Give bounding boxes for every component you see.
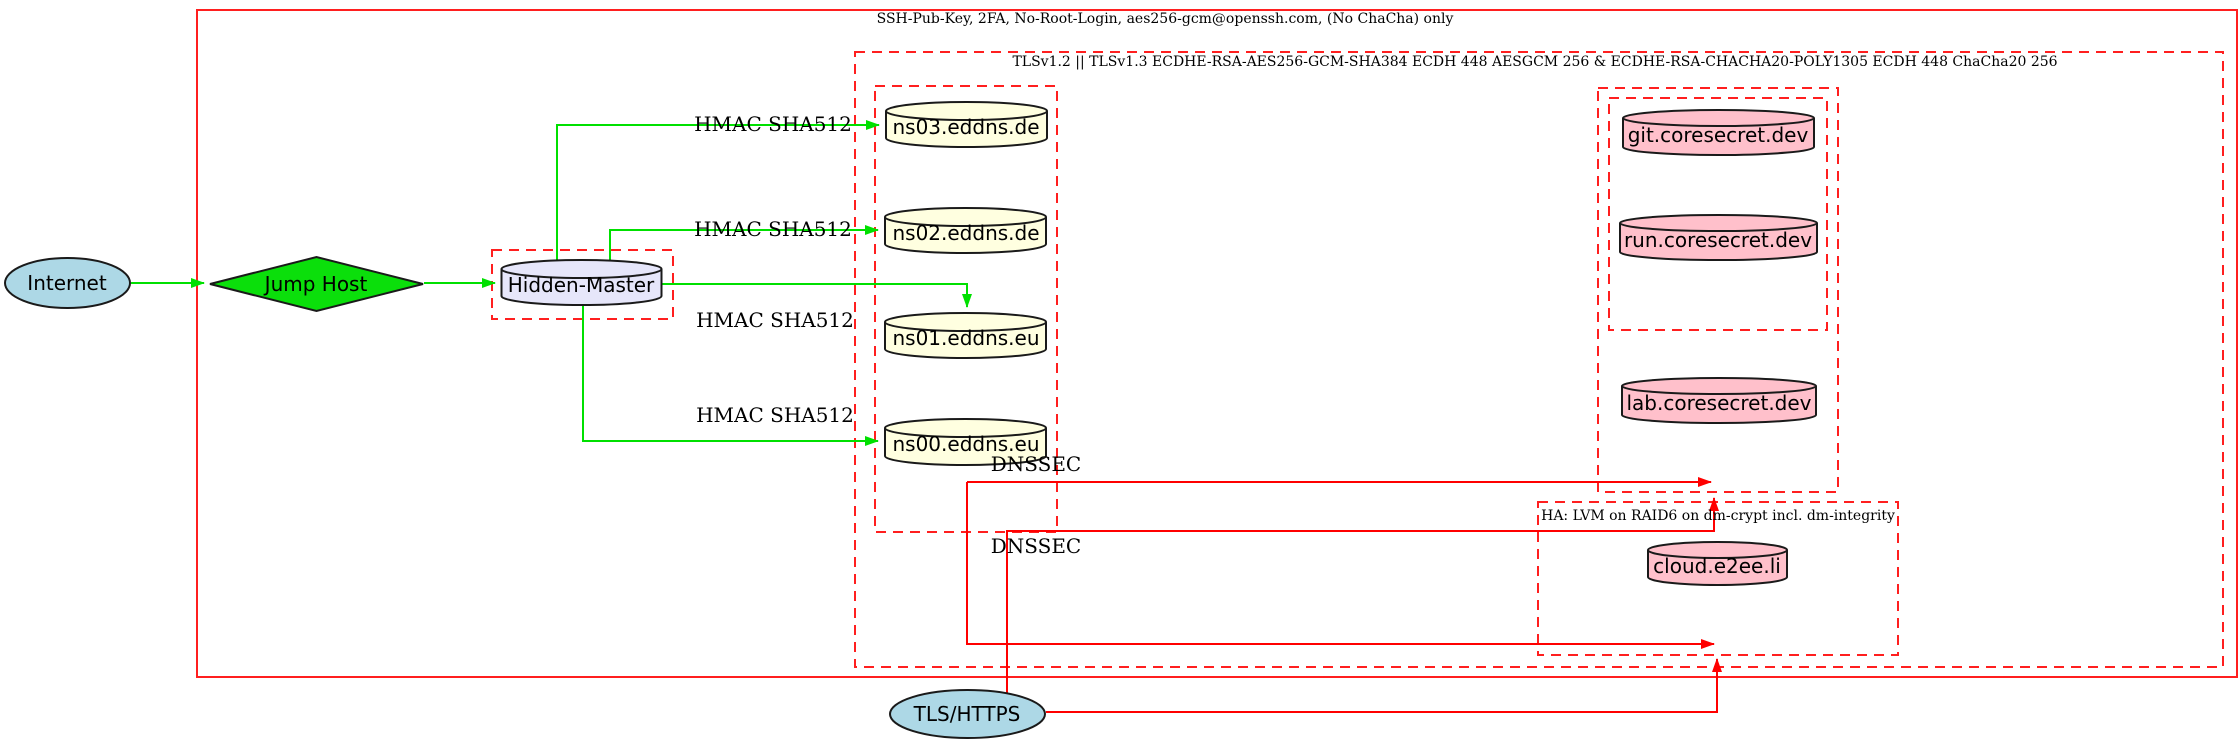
- ns03-node-label: ns03.eddns.de: [892, 115, 1040, 139]
- hidden-master-node-shape: [500, 259, 663, 306]
- ns00-node-shape: [884, 418, 1047, 466]
- edge-hiddenmaster-ns01: [662, 283, 972, 308]
- ns03-node-shape: [885, 101, 1048, 148]
- edge-dnssec-lower: [966, 482, 1715, 649]
- edge-label-hmac-ns02: HMAC SHA512: [694, 217, 852, 241]
- ns02-node-label: ns02.eddns.de: [892, 221, 1040, 245]
- edge-label-dnssec-lower: DNSSEC: [990, 534, 1082, 558]
- cluster-ssh-label: SSH-Pub-Key, 2FA, No-Root-Login, aes256-…: [876, 11, 1454, 27]
- ns01-node-shape: [884, 312, 1047, 359]
- cluster-coresecret-outer-border: [1597, 87, 1839, 493]
- git-node-label: git.coresecret.dev: [1627, 123, 1809, 147]
- ns02-node-shape: [884, 207, 1047, 254]
- internet-node-shape: [4, 257, 131, 309]
- lab-node-label: lab.coresecret.dev: [1626, 391, 1812, 415]
- cluster-tls-border: [854, 51, 2224, 668]
- edge-hiddenmaster-ns00: [582, 303, 879, 446]
- tls-https-node-label: TLS/HTTPS: [913, 702, 1021, 726]
- edge-label-hmac-ns00: HMAC SHA512: [696, 403, 854, 427]
- ns01-node-label: ns01.eddns.eu: [892, 326, 1040, 350]
- internet-node-label: Internet: [27, 271, 107, 295]
- hidden-master-node-label: Hidden-Master: [507, 273, 655, 297]
- cloud-node-shape: [1647, 541, 1788, 586]
- jump-host-node-label: Jump Host: [264, 272, 368, 296]
- edge-tlshttps-coresecret: [1006, 497, 1719, 693]
- edge-label-hmac-ns01: HMAC SHA512: [696, 308, 854, 332]
- cluster-tls-label: TLSv1.2 || TLSv1.3 ECDHE-RSA-AES256-GCM-…: [1012, 54, 2058, 70]
- git-node-shape: [1622, 109, 1815, 156]
- run-node-label: run.coresecret.dev: [1623, 228, 1813, 252]
- edge-label-hmac-ns03: HMAC SHA512: [694, 112, 852, 136]
- edge-label-dnssec-upper: DNSSEC: [990, 452, 1082, 476]
- lab-node-shape: [1621, 377, 1817, 424]
- cloud-node-label: cloud.e2ee.li: [1653, 554, 1781, 578]
- cluster-coresecret-inner-border: [1608, 97, 1828, 331]
- ns00-node-label: ns00.eddns.eu: [892, 432, 1040, 456]
- run-node-shape: [1619, 214, 1818, 261]
- cluster-ha-label: HA: LVM on RAID6 on dm-crypt incl. dm-in…: [1541, 508, 1895, 524]
- tls-https-node-shape: [889, 689, 1046, 739]
- jump-host-node-shape: [209, 255, 424, 313]
- edge-hiddenmaster-ns03: [556, 120, 880, 262]
- edge-tlshttps-ha: [1046, 658, 1722, 713]
- edge-hiddenmaster-ns02: [609, 225, 879, 262]
- cluster-ssh-border: [196, 9, 2238, 678]
